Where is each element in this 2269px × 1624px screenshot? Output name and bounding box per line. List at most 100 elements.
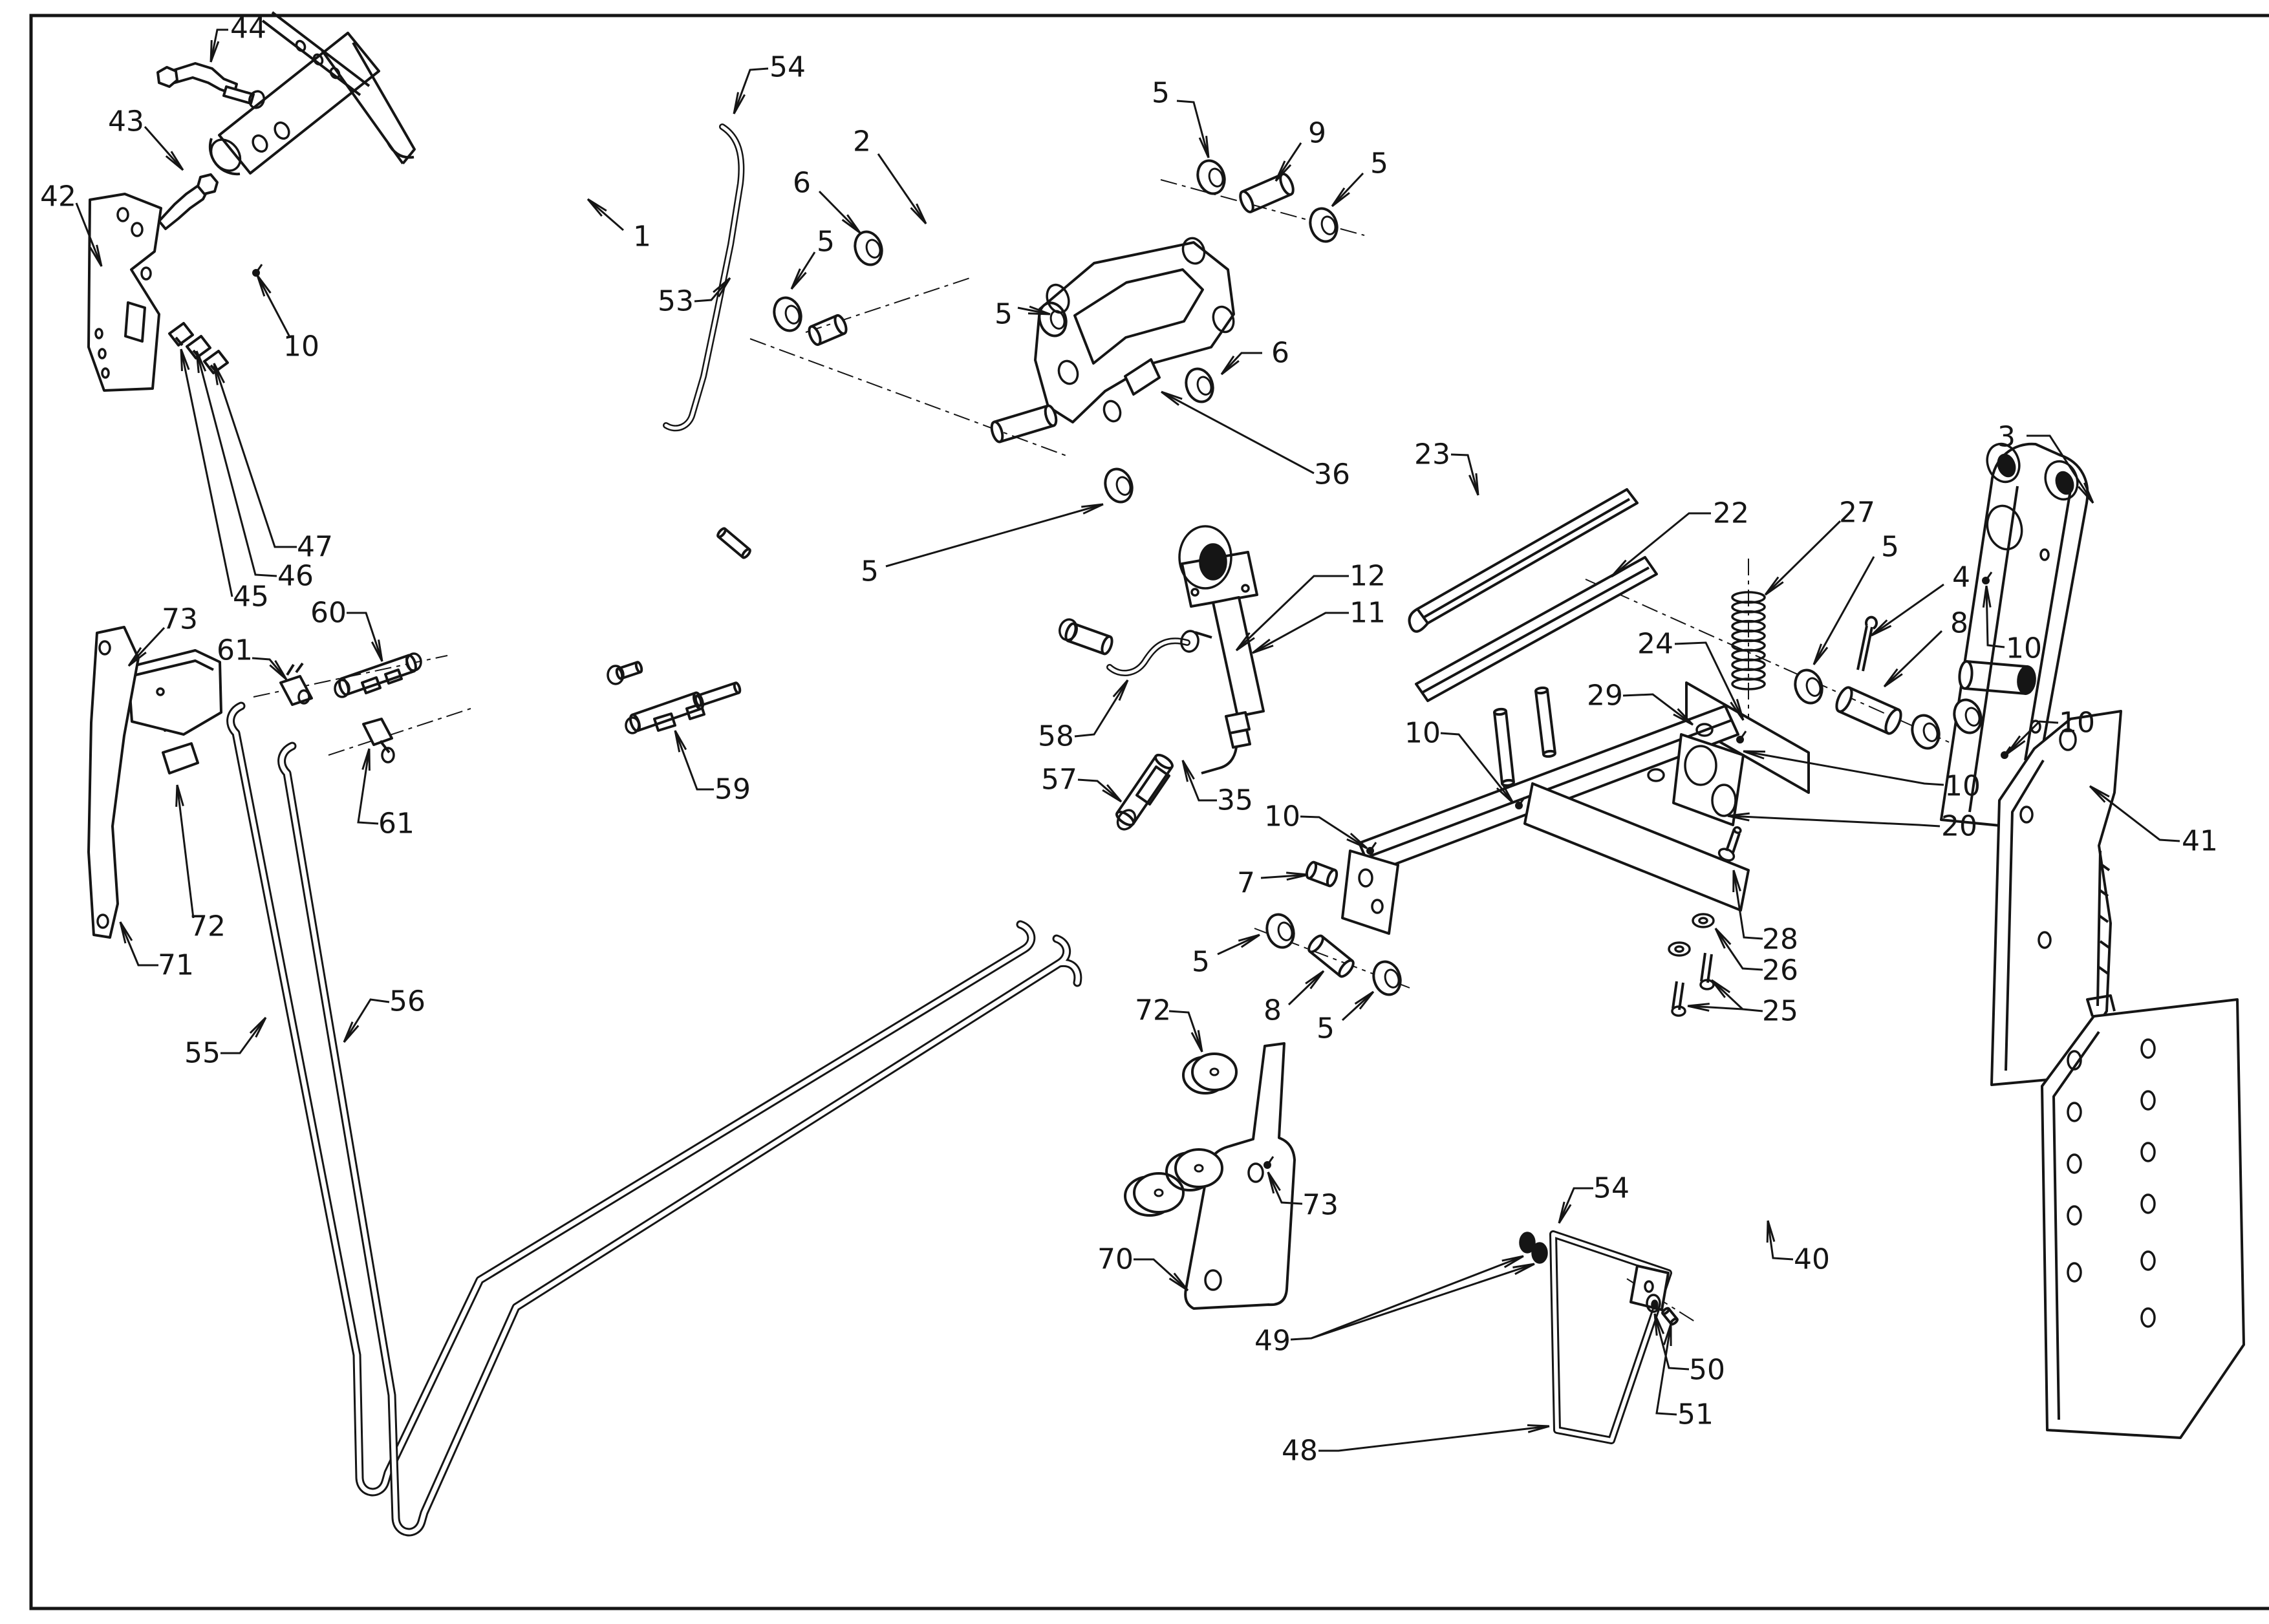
callout-55: 55 — [184, 1037, 220, 1070]
cylinder-1-barrel — [219, 33, 379, 173]
callout-20: 20 — [1941, 810, 1977, 843]
callout-35: 35 — [1217, 784, 1253, 817]
cotter-pin-4 — [1858, 617, 1876, 671]
leader-line — [1291, 1256, 1523, 1340]
leader-arrowhead — [1814, 647, 1827, 665]
leader-line — [1169, 1011, 1202, 1052]
tube-55-core — [231, 706, 1031, 1492]
pin-bracket2-a-end — [833, 314, 848, 336]
callout-9: 9 — [1308, 117, 1326, 150]
callout-60: 60 — [310, 597, 347, 630]
pin-9-end — [1238, 189, 1256, 213]
callout-48: 48 — [1282, 1435, 1318, 1468]
callout-25: 25 — [1762, 995, 1798, 1028]
rod-53-54-outer — [666, 127, 741, 428]
callout-8: 8 — [1264, 994, 1282, 1027]
rod-35-end — [716, 528, 727, 539]
callout-57: 57 — [1041, 764, 1077, 796]
leader-line — [886, 504, 1103, 566]
centerline — [328, 709, 471, 755]
callout-53: 53 — [658, 285, 694, 318]
bolt-dot-1a — [295, 39, 306, 52]
leader-line — [1728, 816, 1940, 826]
leader-line — [1289, 971, 1324, 1005]
callout-56: 56 — [389, 985, 425, 1018]
callout-3: 3 — [1997, 421, 2016, 454]
callout-28: 28 — [1762, 923, 1798, 956]
callout-42: 42 — [40, 180, 76, 213]
fitting-61b-body — [363, 719, 392, 745]
callout-54: 54 — [769, 51, 806, 84]
stud-22b-end — [1543, 751, 1556, 757]
leader-line — [1814, 557, 1874, 665]
callout-50: 50 — [1689, 1354, 1725, 1387]
callout-72: 72 — [1135, 994, 1171, 1027]
plate-71 — [89, 627, 138, 937]
washer-26a-bore — [1699, 918, 1707, 923]
centerline — [806, 278, 970, 332]
stud-22b-body — [1536, 690, 1555, 754]
tube-56-outer — [282, 746, 1078, 1532]
callout-46: 46 — [277, 560, 314, 593]
nut-29b — [1648, 769, 1664, 781]
leader-arrowhead — [250, 1018, 266, 1033]
stud-22a-end — [1494, 709, 1507, 715]
callout-1: 1 — [633, 220, 651, 253]
callout-24: 24 — [1637, 628, 1673, 661]
tube-56-core — [282, 746, 1078, 1532]
callout-4: 4 — [1952, 561, 1970, 594]
bolt-58-end — [1100, 636, 1113, 656]
weldment-20-endplate — [1342, 851, 1398, 934]
callout-5: 5 — [1881, 531, 1899, 564]
pin-8a-end — [1834, 685, 1855, 714]
tube-55-outer — [231, 706, 1031, 1492]
rod-35-end — [741, 548, 751, 559]
callout-40: 40 — [1794, 1243, 1830, 1276]
cylinder-11-nuts — [1226, 712, 1250, 747]
plate-40 — [2042, 999, 2244, 1438]
callout-12: 12 — [1350, 560, 1386, 593]
callout-29: 29 — [1587, 679, 1623, 712]
spacer-7-end — [1305, 861, 1318, 879]
callout-61: 61 — [217, 634, 253, 667]
callout-10: 10 — [2006, 632, 2042, 665]
pin-8b-end — [1306, 934, 1325, 954]
callout-49: 49 — [1254, 1325, 1291, 1358]
callout-22: 22 — [1713, 497, 1749, 530]
callout-5: 5 — [861, 555, 879, 588]
callout-5: 5 — [817, 226, 835, 259]
bolt-60-end-end — [635, 661, 643, 672]
leader-line — [1276, 143, 1301, 181]
callout-5: 5 — [1152, 77, 1170, 110]
callout-10: 10 — [1264, 800, 1300, 833]
leader-line — [1451, 454, 1478, 495]
callout-51: 51 — [1677, 1398, 1714, 1431]
screw-25-a — [1701, 953, 1712, 983]
callout-10: 10 — [1944, 770, 1981, 803]
callout-5: 5 — [1192, 946, 1210, 979]
callout-47: 47 — [297, 531, 333, 564]
tip-28 — [1734, 826, 1741, 833]
spacer-7-end — [1326, 869, 1339, 887]
callout-6: 6 — [793, 167, 811, 200]
callout-10: 10 — [283, 330, 319, 363]
callout-70: 70 — [1097, 1243, 1134, 1276]
leader-line — [120, 922, 158, 965]
leader-arrowhead — [1743, 751, 1765, 752]
callout-59: 59 — [715, 773, 751, 806]
bracket-73 — [128, 650, 221, 734]
callout-45: 45 — [233, 581, 269, 614]
callout-27: 27 — [1839, 497, 1875, 529]
callout-10: 10 — [1404, 717, 1441, 750]
stud-22a-body — [1494, 711, 1514, 784]
leader-line — [878, 154, 926, 224]
callout-5: 5 — [1317, 1012, 1335, 1045]
bumper-72-block-b — [163, 743, 198, 773]
callout-72: 72 — [189, 910, 226, 943]
callout-41: 41 — [2182, 825, 2218, 858]
plate-42 — [89, 194, 161, 390]
leader-arrowhead — [1715, 928, 1730, 945]
leader-line — [214, 363, 297, 547]
callout-11: 11 — [1350, 597, 1386, 630]
